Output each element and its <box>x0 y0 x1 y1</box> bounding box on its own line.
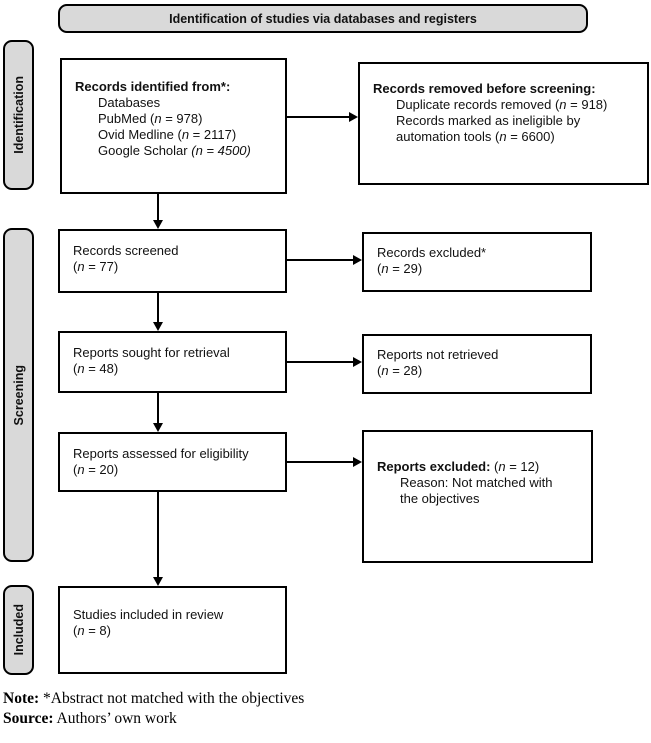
stage-label-text: Screening <box>11 364 26 426</box>
down-arrow-icon <box>152 293 163 331</box>
down-arrow-icon <box>152 393 163 432</box>
box-records-removed-before-screening: Records removed before screening:Duplica… <box>358 62 649 185</box>
stage-label-included: Included <box>3 585 34 675</box>
box-reports-excluded: Reports excluded: (n = 12)Reason: Not ma… <box>362 430 593 563</box>
down-arrow-icon <box>152 194 163 229</box>
box-reports-not-retrieved: Reports not retrieved(n = 28) <box>362 334 592 394</box>
box-records-screened: Records screened(n = 77) <box>58 229 287 293</box>
diagram-title: Identification of studies via databases … <box>169 11 477 26</box>
down-arrow-icon <box>152 492 163 586</box>
stage-label-screening: Screening <box>3 228 34 562</box>
stage-label-text: Included <box>11 604 26 656</box>
stage-label-text: Identification <box>11 76 26 154</box>
right-arrow-icon <box>287 356 362 367</box>
right-arrow-icon <box>287 456 362 467</box>
stage-label-identification: Identification <box>3 40 34 190</box>
box-reports-sought-for-retrieval: Reports sought for retrieval(n = 48) <box>58 331 287 393</box>
box-records-excluded: Records excluded*(n = 29) <box>362 232 592 292</box>
right-arrow-icon <box>287 254 362 265</box>
footer-notes: Note: *Abstract not matched with the obj… <box>3 690 305 727</box>
diagram-title-banner: Identification of studies via databases … <box>58 4 588 33</box>
box-studies-included-in-review: Studies included in review(n = 8) <box>58 586 287 674</box>
box-reports-assessed-for-eligibility: Reports assessed for eligibility(n = 20) <box>58 432 287 492</box>
right-arrow-icon <box>287 111 358 122</box>
